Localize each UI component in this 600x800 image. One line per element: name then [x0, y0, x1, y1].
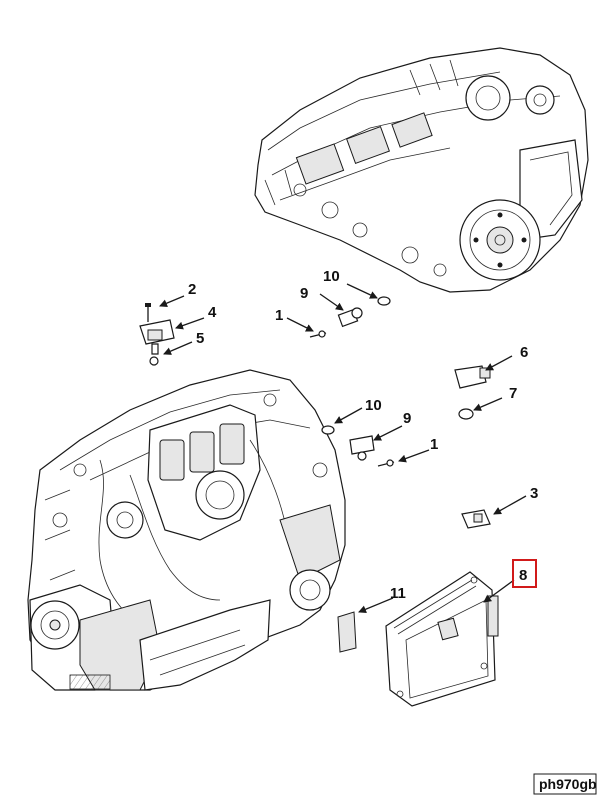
callout-9-bottom: 9	[403, 410, 411, 427]
callout-3: 3	[530, 485, 538, 502]
part-9-sensor-top	[337, 307, 363, 328]
callout-10-bottom: 10	[365, 397, 382, 414]
part-9-sensor-bottom	[349, 435, 375, 461]
part-8-control-module	[385, 571, 499, 707]
engine-top-illustration	[254, 47, 589, 293]
part-7-o-ring	[458, 408, 474, 420]
part-6-sensor	[454, 365, 491, 389]
callout-7: 7	[509, 385, 517, 402]
leader-lines	[159, 283, 527, 614]
callout-11: 11	[390, 585, 406, 602]
part-4-sensor	[139, 319, 175, 355]
reference-code-box	[533, 773, 597, 795]
part-3-sensor	[461, 509, 491, 529]
callout-1-top: 1	[275, 307, 283, 324]
reference-code: ph970gb	[539, 776, 597, 792]
engine-bottom-illustration	[27, 369, 346, 691]
callout-8: 8	[519, 567, 527, 584]
callout-2: 2	[188, 281, 196, 298]
callout-9-top: 9	[300, 285, 308, 302]
callout-8-highlight-box	[512, 559, 537, 588]
part-10-seal-top	[377, 296, 391, 306]
part-1-bolt-top	[309, 330, 327, 338]
callout-4: 4	[208, 304, 217, 321]
part-1-bolt-bottom	[377, 459, 395, 467]
callout-1-bottom: 1	[430, 436, 438, 453]
callout-5: 5	[196, 330, 204, 347]
part-5-o-ring	[149, 356, 159, 366]
part-10-seal-bottom	[321, 425, 335, 435]
callout-10-top: 10	[323, 268, 340, 285]
part-11-label	[337, 611, 357, 653]
callout-6: 6	[520, 344, 528, 361]
part-2-screw	[145, 303, 151, 322]
